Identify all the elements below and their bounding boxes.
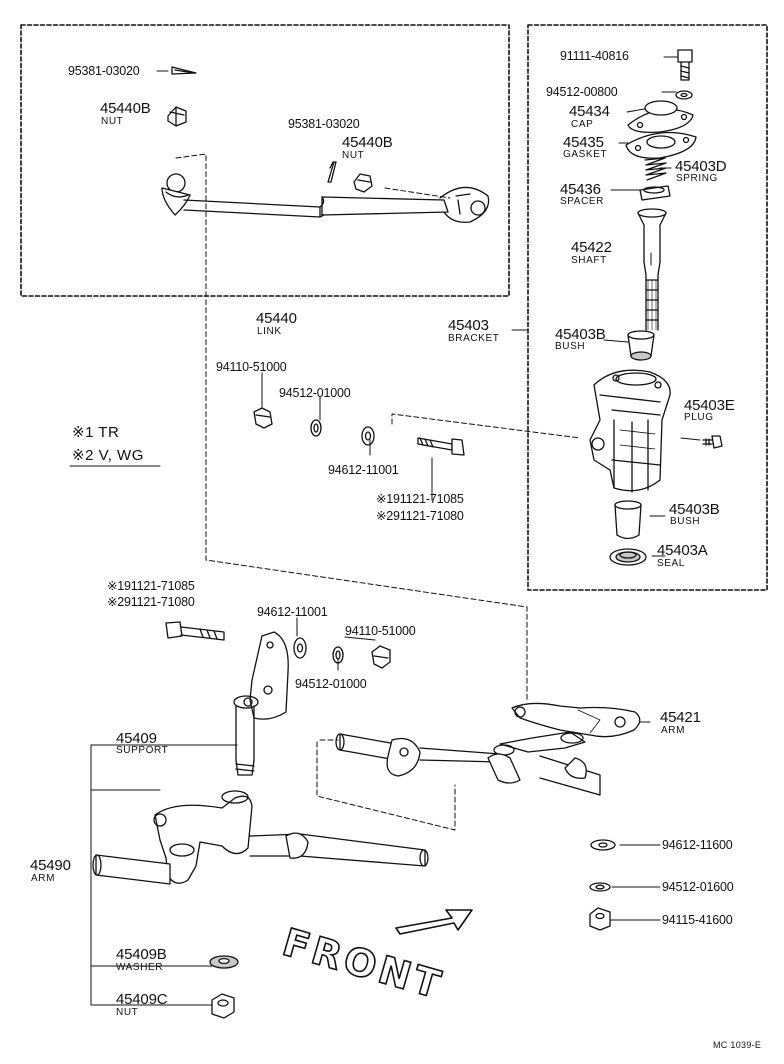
nut-94115-41600 (589, 907, 611, 931)
label-support-pn: 45409 (116, 730, 157, 747)
arm-45490 (92, 790, 429, 885)
label-nut-45440b-left: 45440B (100, 100, 151, 117)
label-washer-low: 94612-11001 (257, 605, 328, 619)
label-bolt-top: 91111-40816 (560, 49, 629, 63)
label-washer-b-pn: 45409B (116, 946, 167, 963)
lockwasher-94512-01000-low (332, 646, 344, 664)
label-washer-mid: 94612-11001 (328, 463, 399, 477)
label-arm-name: ARM (31, 873, 56, 884)
label-arm2-pn: 45421 (660, 709, 701, 726)
label-shaft-name: SHAFT (571, 255, 607, 266)
lockwasher-94512-01000-mid (310, 419, 322, 437)
castle-nut-45440b-right (353, 173, 373, 193)
nut-94110-51000-low (371, 645, 391, 669)
label-bush-bottom-name: BUSH (670, 516, 701, 527)
note-v-wg: ※2 V, WG (72, 447, 144, 464)
cap-45434 (627, 100, 694, 133)
bracket-body-45403 (589, 369, 671, 493)
label-lockwasher-low: 94512-01000 (295, 677, 367, 691)
label-link-pn: 45440 (256, 310, 297, 327)
label-spacer-name: SPACER (560, 196, 604, 207)
label-gasket-name: GASKET (563, 149, 608, 160)
washer-94612-11001-low (293, 637, 307, 659)
note-tr: ※1 TR (72, 424, 120, 441)
label-arm2-name: ARM (661, 725, 686, 736)
label-seal-pn: 45403A (657, 542, 708, 559)
washer-45409b (209, 955, 239, 969)
label-bolt-low-2: ※291121-71080 (107, 595, 195, 609)
plug-45403e (702, 435, 723, 449)
nut-45409c (211, 993, 235, 1019)
washer-94612-11001-mid (361, 426, 375, 446)
bush-45403b-top (627, 330, 655, 361)
label-bolt-mid-1: ※191121-71085 (376, 492, 464, 506)
label-nut-right-name: NUT (342, 150, 365, 161)
arm-45421 (493, 702, 641, 756)
lockwasher-94512-01600 (589, 882, 611, 892)
label-spring-pn: 45403D (675, 158, 727, 175)
label-plug-name: PLUG (684, 412, 714, 423)
label-washer-r: 94612-11600 (662, 838, 733, 852)
label-spacer-pn: 45436 (560, 181, 601, 198)
label-nut-c-pn: 45409C (116, 991, 168, 1008)
label-cotter-pin-mid: 95381-03020 (288, 117, 360, 131)
cotter-pin-top (171, 66, 197, 75)
label-support-name: SUPPORT (116, 745, 169, 756)
label-plug-pn: 45403E (684, 397, 735, 414)
label-nut-45440b-right: 45440B (342, 134, 393, 151)
washer-94512-00800 (675, 90, 693, 100)
tie-rod-lower (335, 733, 601, 796)
label-cap-name: CAP (571, 119, 594, 130)
washer-94612-11600 (590, 839, 616, 851)
label-lockwasher-mid: 94512-01000 (279, 386, 351, 400)
bolt-91111-40816 (677, 49, 693, 81)
label-arm-pn: 45490 (30, 857, 71, 874)
label-spring-name: SPRING (676, 173, 718, 184)
label-washer-b-name: WASHER (116, 962, 164, 973)
label-nut-low: 94110-51000 (345, 624, 416, 638)
support-45409 (233, 631, 289, 776)
gasket-45435 (625, 131, 697, 159)
link-group-box (20, 24, 510, 297)
bracket-group-box (527, 24, 768, 591)
label-nut-r: 94115-41600 (662, 913, 733, 927)
label-washer-top: 94512-00800 (546, 85, 618, 99)
label-bracket-name: BRACKET (448, 333, 500, 344)
label-nut-mid: 94110-51000 (216, 360, 287, 374)
label-cap-pn: 45434 (569, 103, 610, 120)
bush-45403b-bottom (614, 500, 642, 540)
label-bolt-low-1: ※191121-71085 (107, 579, 195, 593)
spacer-45436 (639, 185, 671, 201)
bolt-lower (165, 621, 225, 641)
label-cotter-pin-top: 95381-03020 (68, 64, 140, 78)
label-nut-left-name: NUT (101, 116, 124, 127)
label-shaft-pn: 45422 (571, 239, 612, 256)
label-nut-c-name: NUT (116, 1007, 139, 1018)
label-bush-top-name: BUSH (555, 341, 586, 352)
spring-45403d (644, 157, 667, 181)
label-bracket-pn: 45403 (448, 317, 489, 334)
shaft-45422 (637, 208, 667, 331)
nut-94110-51000-mid (253, 407, 273, 429)
label-seal-name: SEAL (657, 558, 685, 569)
seal-45403a (609, 548, 647, 566)
label-gasket-pn: 45435 (563, 134, 604, 151)
castle-nut-45440b-left (167, 106, 187, 127)
cotter-pin-mid (327, 161, 337, 183)
label-bush-bottom-pn: 45403B (669, 501, 720, 518)
drawing-code: MC 1039-E (713, 1040, 762, 1050)
front-arrow-icon (395, 909, 473, 935)
label-bolt-mid-2: ※291121-71080 (376, 509, 464, 523)
label-lockwasher-r: 94512-01600 (662, 880, 734, 894)
tie-rod-link (161, 173, 490, 223)
reference-lines (175, 153, 581, 831)
bolt-mid (417, 437, 465, 456)
label-link-name: LINK (257, 326, 282, 337)
label-bush-top-pn: 45403B (555, 326, 606, 343)
